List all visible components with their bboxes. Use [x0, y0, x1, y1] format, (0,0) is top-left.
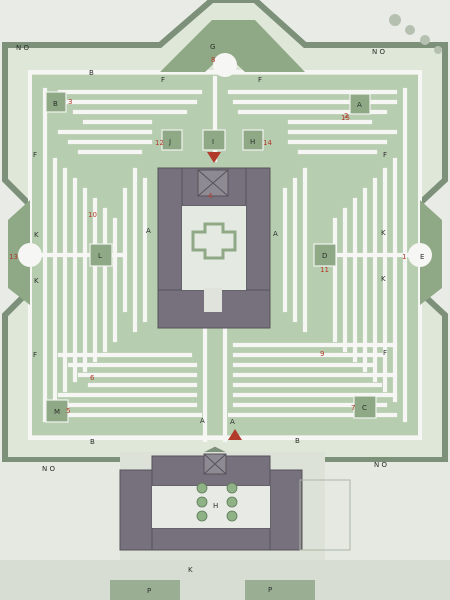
- label-court-h: H: [213, 502, 218, 510]
- plot-b: [45, 91, 67, 113]
- numbered-markers: 8 3 2 12 14 4 10 13 1 11 9 6 5 7 15: [9, 56, 406, 415]
- label-plot-d: D: [322, 252, 327, 260]
- number-11: 11: [320, 266, 329, 274]
- courtyard-trees: [196, 482, 238, 522]
- plot-i: [202, 129, 226, 151]
- label-plot-a: A: [357, 101, 362, 109]
- label-plot-j: J: [168, 138, 171, 146]
- number-14: 14: [263, 139, 272, 147]
- label-k-right-bottom: K: [381, 275, 386, 283]
- palace-passage: [204, 288, 222, 312]
- entrance-marker-top-icon: [207, 152, 221, 163]
- label-g-top: G: [210, 43, 215, 51]
- label-plot-c: C: [362, 404, 367, 412]
- number-10: 10: [88, 211, 97, 219]
- number-4: 4: [208, 192, 213, 200]
- label-f-top-right: F: [258, 76, 262, 84]
- number-1: 1: [402, 253, 406, 261]
- label-a-bottom-left: A: [200, 417, 205, 425]
- label-f-left-bottom: F: [33, 351, 37, 359]
- label-b-top: B: [89, 69, 94, 77]
- entrance-marker-bottom-icon: [228, 429, 242, 440]
- label-f-right-bottom: F: [383, 349, 387, 357]
- label-p-bottom-left: P: [147, 587, 151, 595]
- number-2: 2: [344, 112, 348, 120]
- number-12: 12: [155, 139, 164, 147]
- number-13: 13: [9, 253, 18, 261]
- plot-a: [349, 93, 371, 115]
- label-a-bottom-right: A: [230, 418, 235, 426]
- top-round-niche: [213, 53, 237, 77]
- label-f-right: F: [383, 151, 387, 159]
- label-a-left: A: [146, 227, 151, 235]
- courtyard-parterre: [191, 222, 237, 260]
- label-plot-m: M: [54, 408, 60, 416]
- label-e-right: E: [420, 253, 424, 261]
- label-f-top-left: F: [161, 76, 165, 84]
- plot-c: [353, 395, 377, 419]
- number-9: 9: [320, 350, 324, 358]
- label-p-bottom-right: P: [268, 586, 272, 594]
- plot-l: [89, 243, 113, 267]
- number-7: 7: [351, 404, 355, 412]
- plot-h: [242, 129, 264, 151]
- maze-paths: [27, 75, 423, 443]
- plot-m: [45, 399, 69, 423]
- number-8: 8: [211, 56, 215, 64]
- central-palace: [157, 167, 271, 329]
- label-plot-h: H: [250, 138, 255, 146]
- label-plot-i: I: [212, 138, 214, 146]
- label-k-bottom: K: [188, 566, 193, 574]
- label-plot-l: L: [98, 252, 102, 260]
- number-3: 3: [68, 98, 72, 106]
- area-labels: B F F G N O N O F F K K K K E A A A A B …: [16, 43, 424, 595]
- label-no-bottom-left: N O: [42, 465, 55, 473]
- number-6: 6: [90, 374, 95, 382]
- label-no-top-right: N O: [372, 48, 385, 56]
- side-building-right: [299, 479, 351, 551]
- label-b-bottom-left: B: [90, 438, 95, 446]
- label-a-right: A: [273, 230, 278, 238]
- label-plot-b: B: [53, 100, 58, 108]
- bottom-plot-right: [245, 580, 315, 600]
- south-building: [119, 453, 303, 551]
- label-no-top-left: N O: [16, 44, 29, 52]
- bottom-gardens: [0, 560, 450, 600]
- top-right-trees: [389, 14, 442, 54]
- number-15: 15: [341, 114, 350, 122]
- label-k-right-top: K: [381, 229, 386, 237]
- label-k-left-top: K: [34, 231, 39, 239]
- right-round-niche: [408, 243, 432, 267]
- bottom-plot-left: [110, 580, 180, 600]
- plot-d: [313, 243, 337, 267]
- plot-j: [161, 129, 183, 151]
- bastion-top: [160, 20, 305, 72]
- label-b-bottom-right: B: [295, 437, 300, 445]
- number-5: 5: [66, 407, 70, 415]
- label-f-left: F: [33, 151, 37, 159]
- label-no-bottom-right: N O: [374, 461, 387, 469]
- label-k-left-bottom: K: [34, 277, 39, 285]
- left-round-niche: [18, 243, 42, 267]
